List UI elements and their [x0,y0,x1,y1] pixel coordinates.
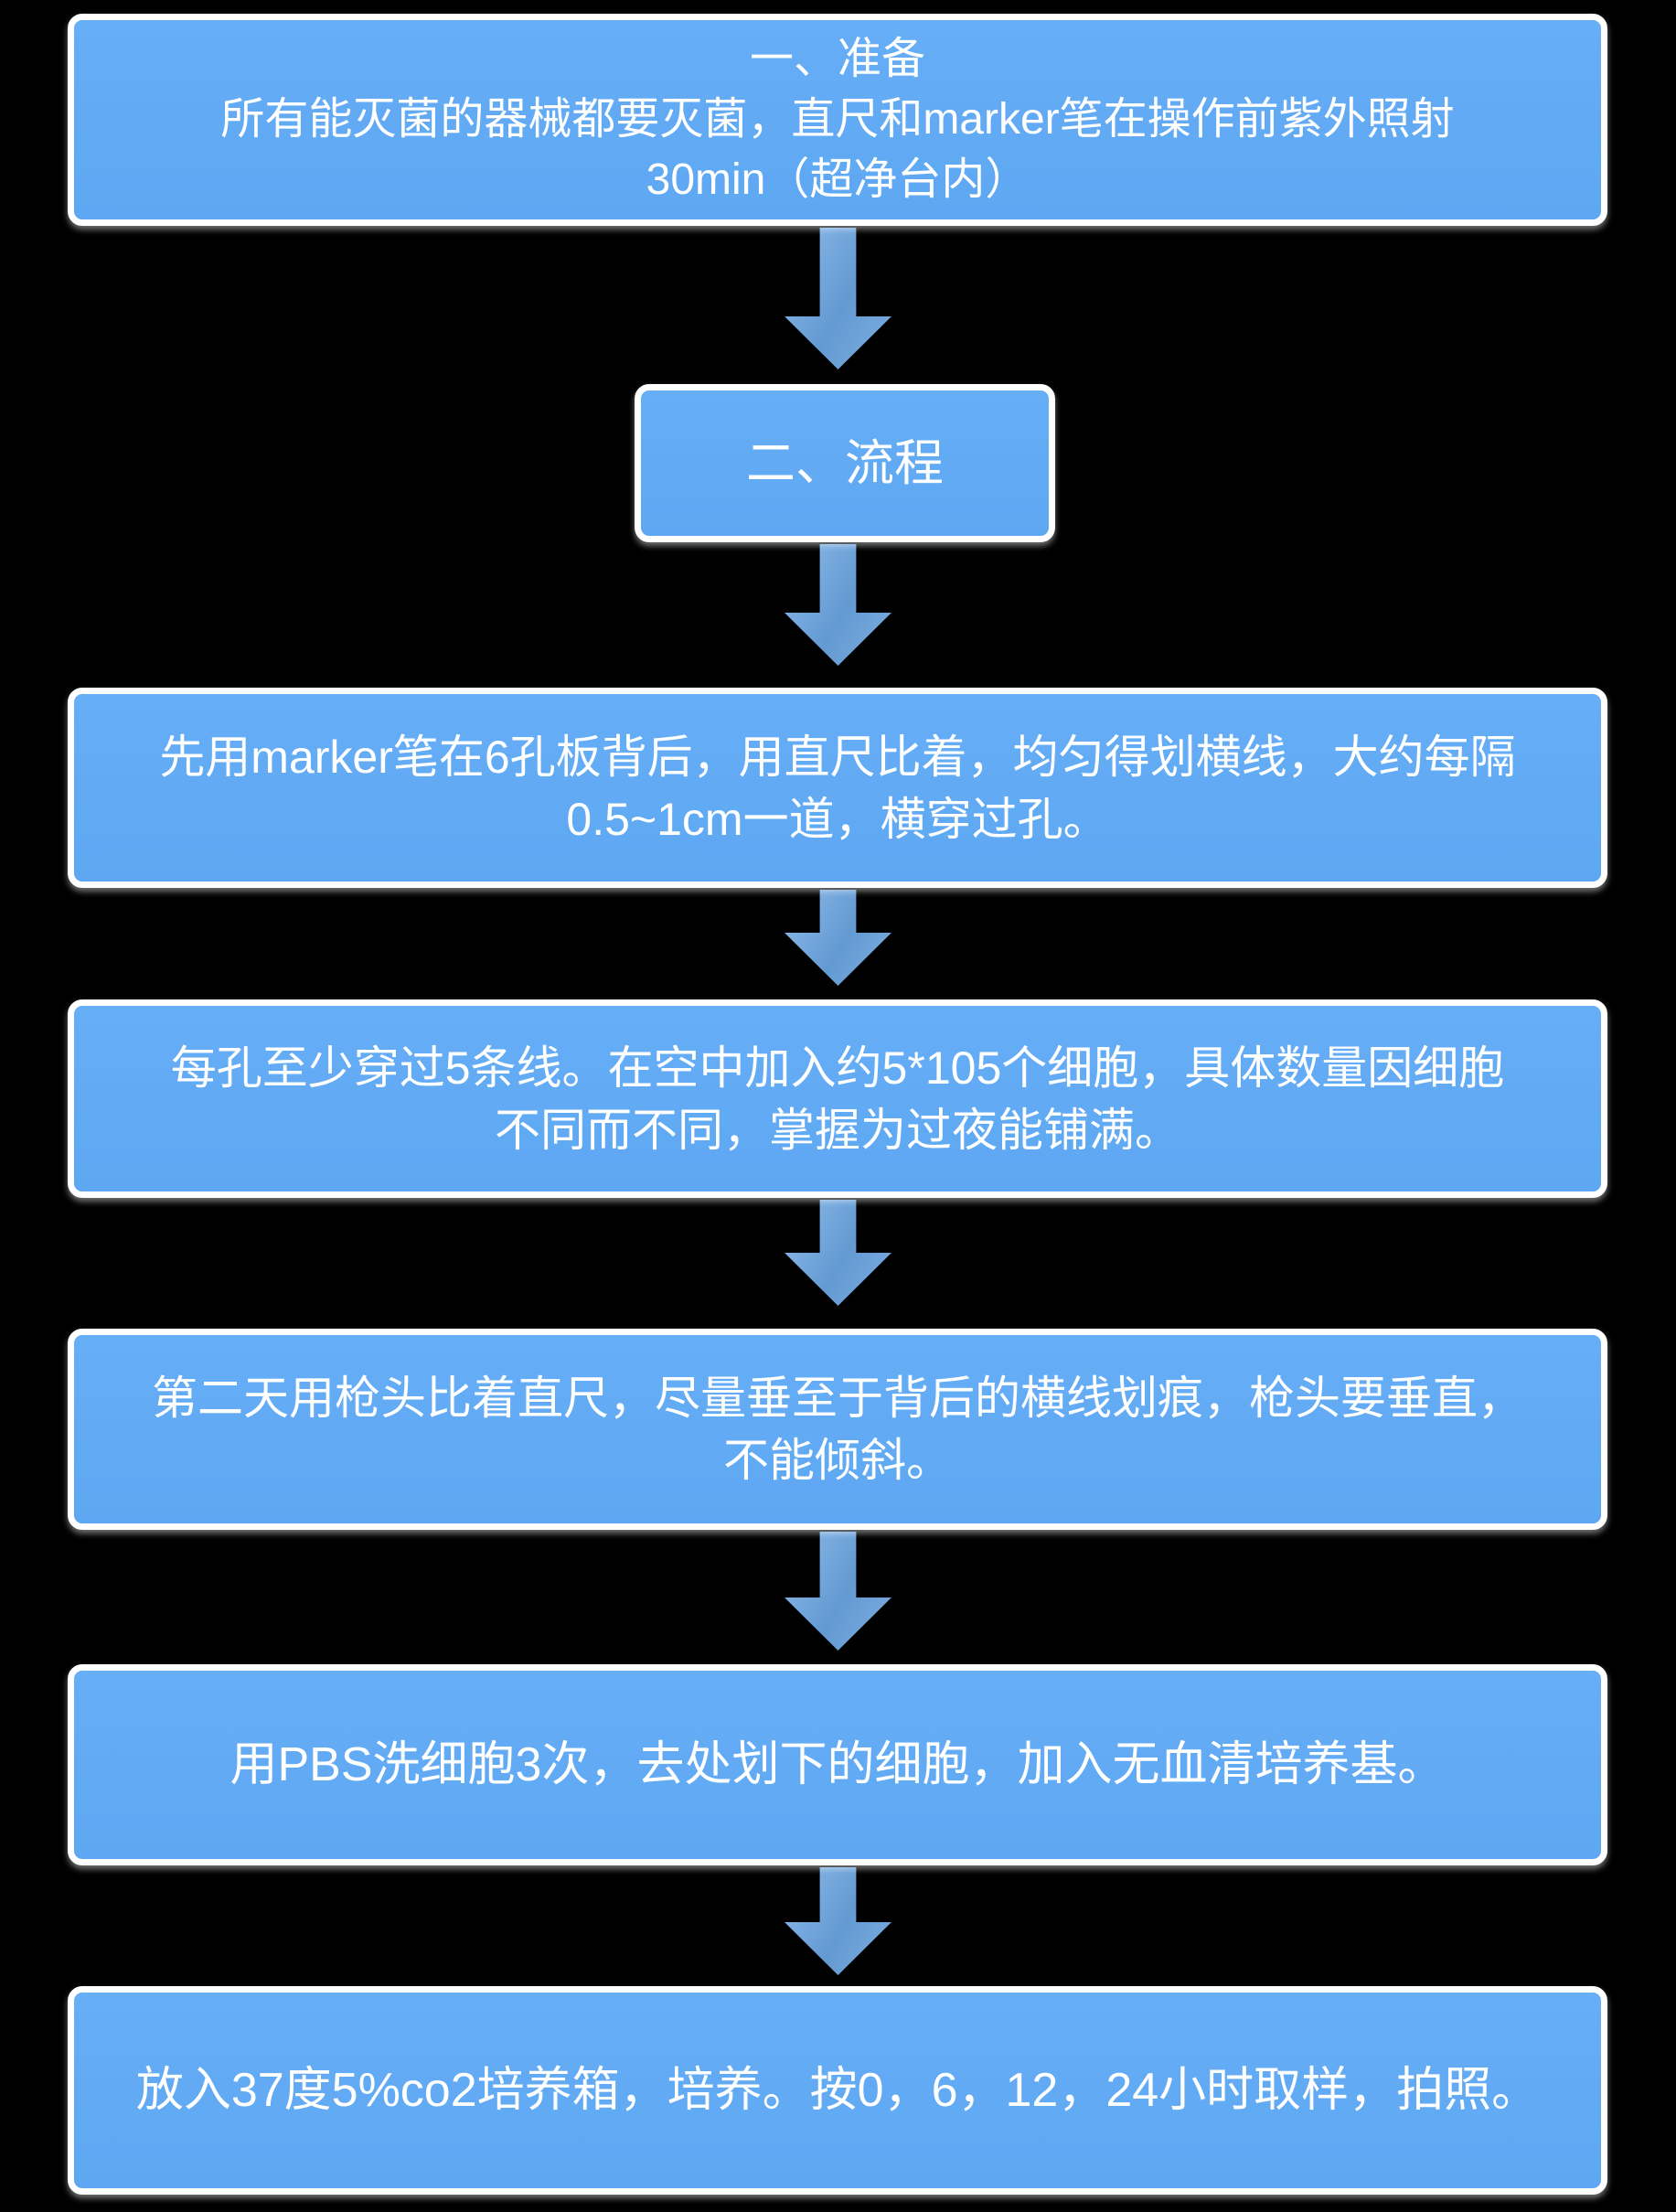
step-text-line: 用PBS洗细胞3次，去处划下的细胞，加入无血清培养基。 [230,1738,1446,1791]
step-title: 一、准备 [749,35,925,83]
arrow-down-icon [785,1532,891,1651]
arrow-down-icon [785,544,891,666]
step-box-wash: 用PBS洗细胞3次，去处划下的细胞，加入无血清培养基。 [68,1664,1607,1865]
step-box-scratch: 第二天用枪头比着直尺，尽量垂至于背后的横线划痕，枪头要垂直， 不能倾斜。 [68,1329,1607,1530]
step-text-line: 30min（超净台内） [646,155,1030,204]
step-text-line: 第二天用枪头比着直尺，尽量垂至于背后的横线划痕，枪头要垂直， [152,1373,1523,1424]
step-text-line: 0.5~1cm一道，横穿过孔。 [566,793,1109,845]
step-box-prepare: 一、准备 所有能灭菌的器械都要灭菌，直尺和marker笔在操作前紫外照射 30m… [68,14,1607,226]
step-text-line: 每孔至少穿过5条线。在空中加入约5*105个细胞，具体数量因细胞 [170,1042,1505,1094]
step-text-line: 先用marker笔在6孔板背后，用直尺比着，均匀得划横线，大约每隔 [159,731,1516,783]
step-box-seed-cells: 每孔至少穿过5条线。在空中加入约5*105个细胞，具体数量因细胞 不同而不同，掌… [68,999,1607,1198]
step-text-line: 放入37度5%co2培养箱，培养。按0，6，12，24小时取样，拍照。 [135,2064,1540,2117]
arrow-down-icon [785,228,891,369]
step-text-line: 不同而不同，掌握为过夜能铺满。 [495,1104,1180,1156]
step-title: 二、流程 [746,435,944,491]
step-box-draw-lines: 先用marker笔在6孔板背后，用直尺比着，均匀得划横线，大约每隔 0.5~1c… [68,688,1607,888]
arrow-down-icon [785,1200,891,1306]
step-box-process-header: 二、流程 [635,384,1055,542]
arrow-down-icon [785,1867,891,1975]
arrow-down-icon [785,890,891,986]
step-text-line: 不能倾斜。 [723,1435,952,1486]
step-text-line: 所有能灭菌的器械都要灭菌，直尺和marker笔在操作前紫外照射 [220,95,1455,144]
step-box-incubate: 放入37度5%co2培养箱，培养。按0，6，12，24小时取样，拍照。 [68,1986,1607,2195]
